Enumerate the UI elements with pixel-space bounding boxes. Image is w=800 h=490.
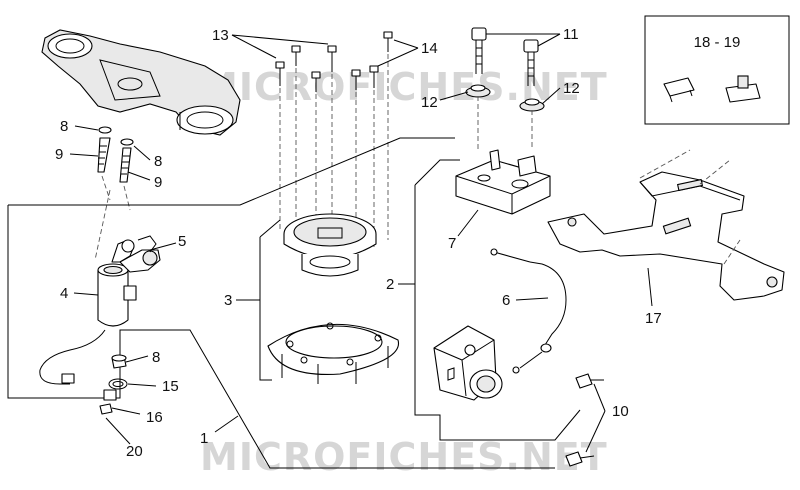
- leader-lines: [69, 33, 653, 453]
- fuel-cap-ring: [267, 322, 400, 384]
- callout-10: 10: [612, 403, 629, 420]
- alignment-guides: [94, 54, 533, 261]
- inset-title: 18 - 19: [694, 34, 741, 51]
- group-outline-3: [259, 219, 281, 381]
- small-parts-bottom-left: [99, 354, 128, 415]
- release-cable: [490, 248, 567, 374]
- ignition-switch: [39, 263, 137, 385]
- callout-4: 4: [60, 285, 68, 302]
- key-set: [111, 235, 161, 273]
- callout-17: 17: [645, 310, 662, 327]
- stud-bolt-9-right: [119, 138, 134, 183]
- callout-7: 7: [448, 235, 456, 252]
- callout-13: 13: [212, 27, 229, 44]
- bolts-13-14: [275, 31, 393, 92]
- clip-nut-18: [663, 77, 695, 103]
- callout-labels: 13 14 11 12 12 8 9 8 9 5 4 3 2 7 6 17 8 …: [55, 26, 662, 460]
- callout-9-right: 9: [154, 174, 162, 191]
- callout-5: 5: [178, 233, 186, 250]
- fuel-cap: [283, 213, 377, 277]
- bolts-10: [565, 373, 604, 467]
- callout-2: 2: [386, 276, 394, 293]
- callout-3: 3: [224, 292, 232, 309]
- callout-8-top: 8: [60, 118, 68, 135]
- callout-20: 20: [126, 443, 143, 460]
- inset-box: 18 - 19: [644, 15, 790, 125]
- callout-8-mid: 8: [154, 153, 162, 170]
- watermark-top: MICROFICHES.NET: [200, 65, 608, 109]
- callout-11: 11: [563, 26, 579, 43]
- callout-15: 15: [162, 378, 179, 395]
- group-outline-left: [7, 137, 555, 469]
- callout-12-left: 12: [421, 94, 438, 111]
- callout-12-right: 12: [563, 80, 580, 97]
- callout-14: 14: [421, 40, 438, 57]
- triple-clamp: [41, 29, 241, 136]
- switch-bracket: [455, 149, 551, 215]
- seat-bracket: [547, 149, 785, 301]
- callout-8-bottom: 8: [152, 349, 160, 366]
- callout-1: 1: [200, 430, 208, 447]
- clip-nut-19: [725, 75, 761, 103]
- spacers-12: [465, 84, 545, 112]
- callout-6: 6: [502, 292, 510, 309]
- callout-9-left: 9: [55, 146, 63, 163]
- seat-lock: [433, 325, 503, 401]
- callout-16: 16: [146, 409, 163, 426]
- stud-bolt-9-left: [97, 126, 112, 173]
- watermark-bottom: MICROFICHES.NET: [200, 435, 608, 479]
- group-outline-2: [414, 159, 581, 441]
